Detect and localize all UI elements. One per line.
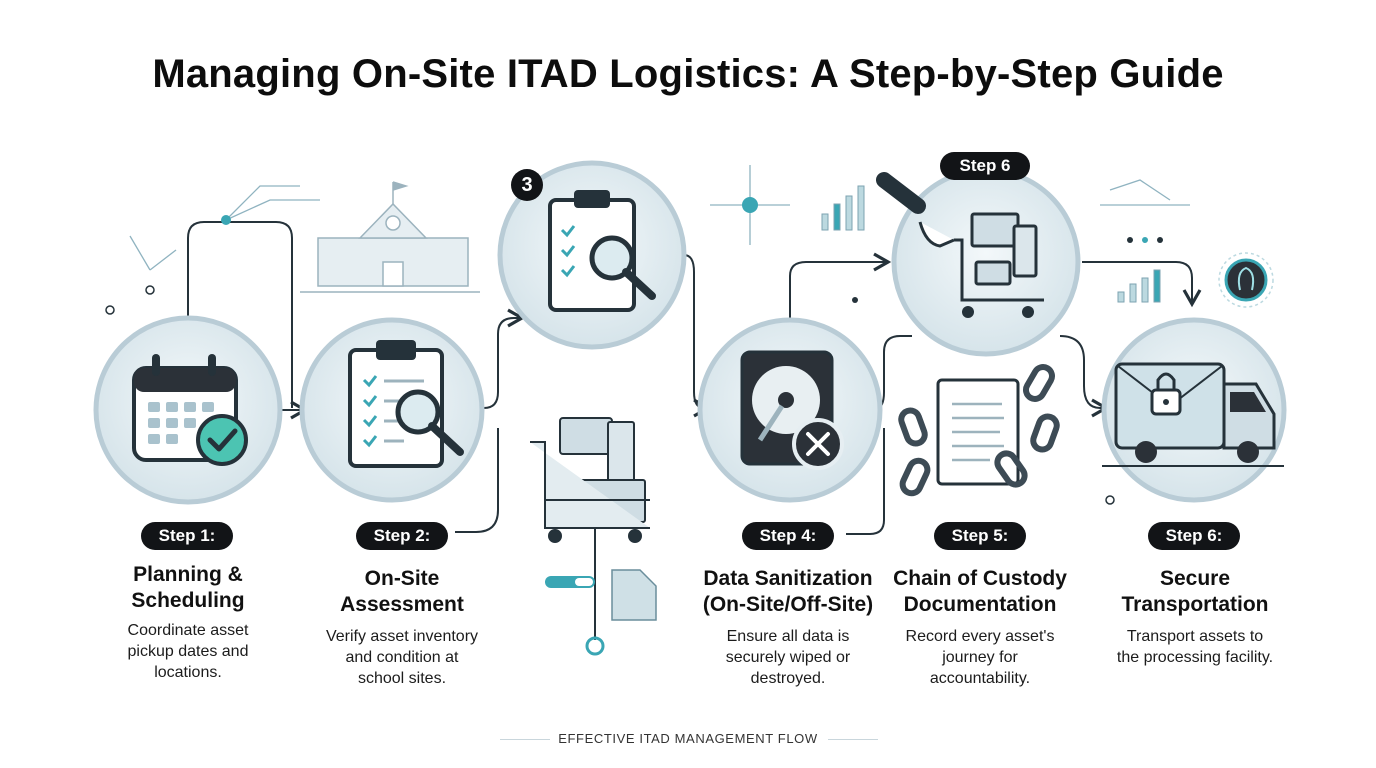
footer-divider-right: [828, 739, 878, 740]
bar-chart-icon: [821, 185, 1161, 303]
calendar-check-icon: [132, 354, 248, 466]
locked-truck-icon: [1102, 362, 1284, 467]
hard-drive-wipe-icon: [740, 350, 844, 470]
page-title: Managing On-Site ITAD Logistics: A Step-…: [152, 52, 1224, 96]
step5-title: Chain of Custody Documentation: [893, 567, 1067, 616]
step6-pill: Step 6:: [1148, 522, 1240, 550]
hand-cart-computer-icon: [876, 172, 1044, 318]
step2-pill: Step 2:: [356, 522, 448, 550]
decorative-dots: [105, 197, 1163, 656]
document-fold-icon: [611, 569, 657, 621]
step4-desc: Ensure all data is securely wiped or des…: [725, 628, 851, 687]
step-three-badge: 3: [511, 169, 543, 201]
step5-desc: Record every asset's journey for account…: [905, 628, 1055, 687]
document-chain-icon: [898, 364, 1060, 497]
clipboard-magnifier-icon: [348, 340, 464, 468]
step-six-top-badge: Step 6: [940, 152, 1030, 180]
step2-desc: Verify asset inventory and condition at …: [325, 628, 479, 687]
toggle-bar-icon: [545, 576, 595, 588]
step1-pill: Step 1:: [141, 522, 233, 550]
school-building-icon: [300, 181, 480, 293]
step6-title: Secure Transportation: [1121, 567, 1269, 616]
step1-desc: Coordinate asset pickup dates and locati…: [127, 622, 249, 681]
security-badge-icon: [1218, 252, 1274, 308]
decorative-network: [129, 165, 1190, 271]
computer-cart-icon: [530, 417, 650, 543]
step2-title: On-Site Assessment: [340, 567, 464, 616]
step5-pill: Step 5:: [934, 522, 1026, 550]
flow-connectors: [187, 221, 1202, 640]
clipboard-magnifier-icon: [548, 190, 656, 312]
step4-title: Data Sanitization (On-Site/Off-Site): [702, 567, 874, 616]
footer-divider-left: [500, 739, 550, 740]
step1-title: Planning & Scheduling: [131, 563, 245, 612]
step4-pill: Step 4:: [742, 522, 834, 550]
step-circles: [93, 160, 1287, 505]
footer-caption: EFFECTIVE ITAD MANAGEMENT FLOW: [558, 731, 818, 746]
step6-desc: Transport assets to the processing facil…: [1116, 628, 1274, 666]
